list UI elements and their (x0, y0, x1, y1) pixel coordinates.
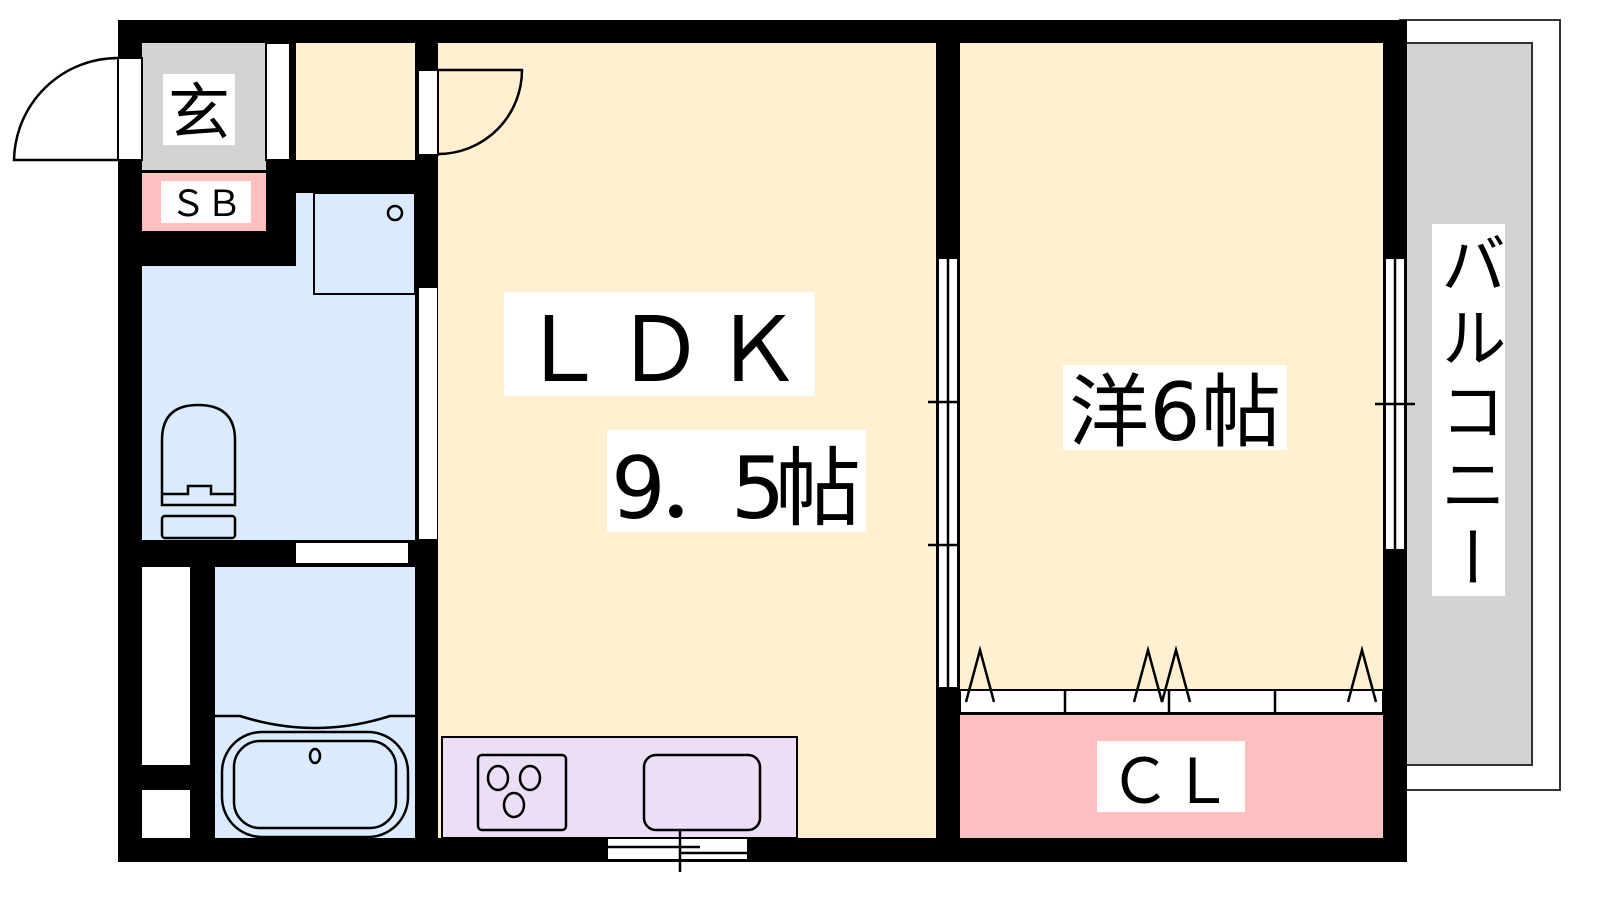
kitchen-window (606, 830, 749, 872)
sliding-door (928, 257, 968, 689)
entrance-door (12, 56, 143, 162)
washing-machine-space (313, 192, 416, 295)
bathtub-icon (215, 714, 415, 839)
balcony (1399, 19, 1561, 791)
stove-icon (476, 753, 568, 832)
bath-door (296, 543, 408, 563)
ldk-label: ＬＤＫ (518, 298, 803, 403)
ldk-door (417, 68, 524, 156)
entrance-sliding-door (265, 42, 291, 161)
sink-icon (642, 753, 762, 832)
hallway-floor (296, 43, 415, 160)
washroom-window (417, 286, 439, 541)
bathroom-floor (215, 567, 415, 838)
washroom-floor (142, 193, 415, 540)
storage-left-1 (142, 567, 190, 765)
balcony-window (1375, 257, 1415, 551)
kitchen-counter (441, 736, 798, 839)
closet-doors (959, 689, 1384, 714)
drain-icon (386, 204, 404, 222)
toilet-icon (160, 403, 237, 540)
balcony-label: バルコニー (1430, 230, 1507, 590)
closet-label: ＣＬ (1109, 745, 1233, 818)
western-room-label: 洋6帖 (1069, 366, 1281, 459)
entrance-label: 玄 (168, 76, 230, 149)
storage-left-2 (142, 790, 190, 838)
shoe-box-label: ＳＢ (170, 184, 242, 225)
ldk-size-label: 9．5帖 (611, 439, 861, 539)
